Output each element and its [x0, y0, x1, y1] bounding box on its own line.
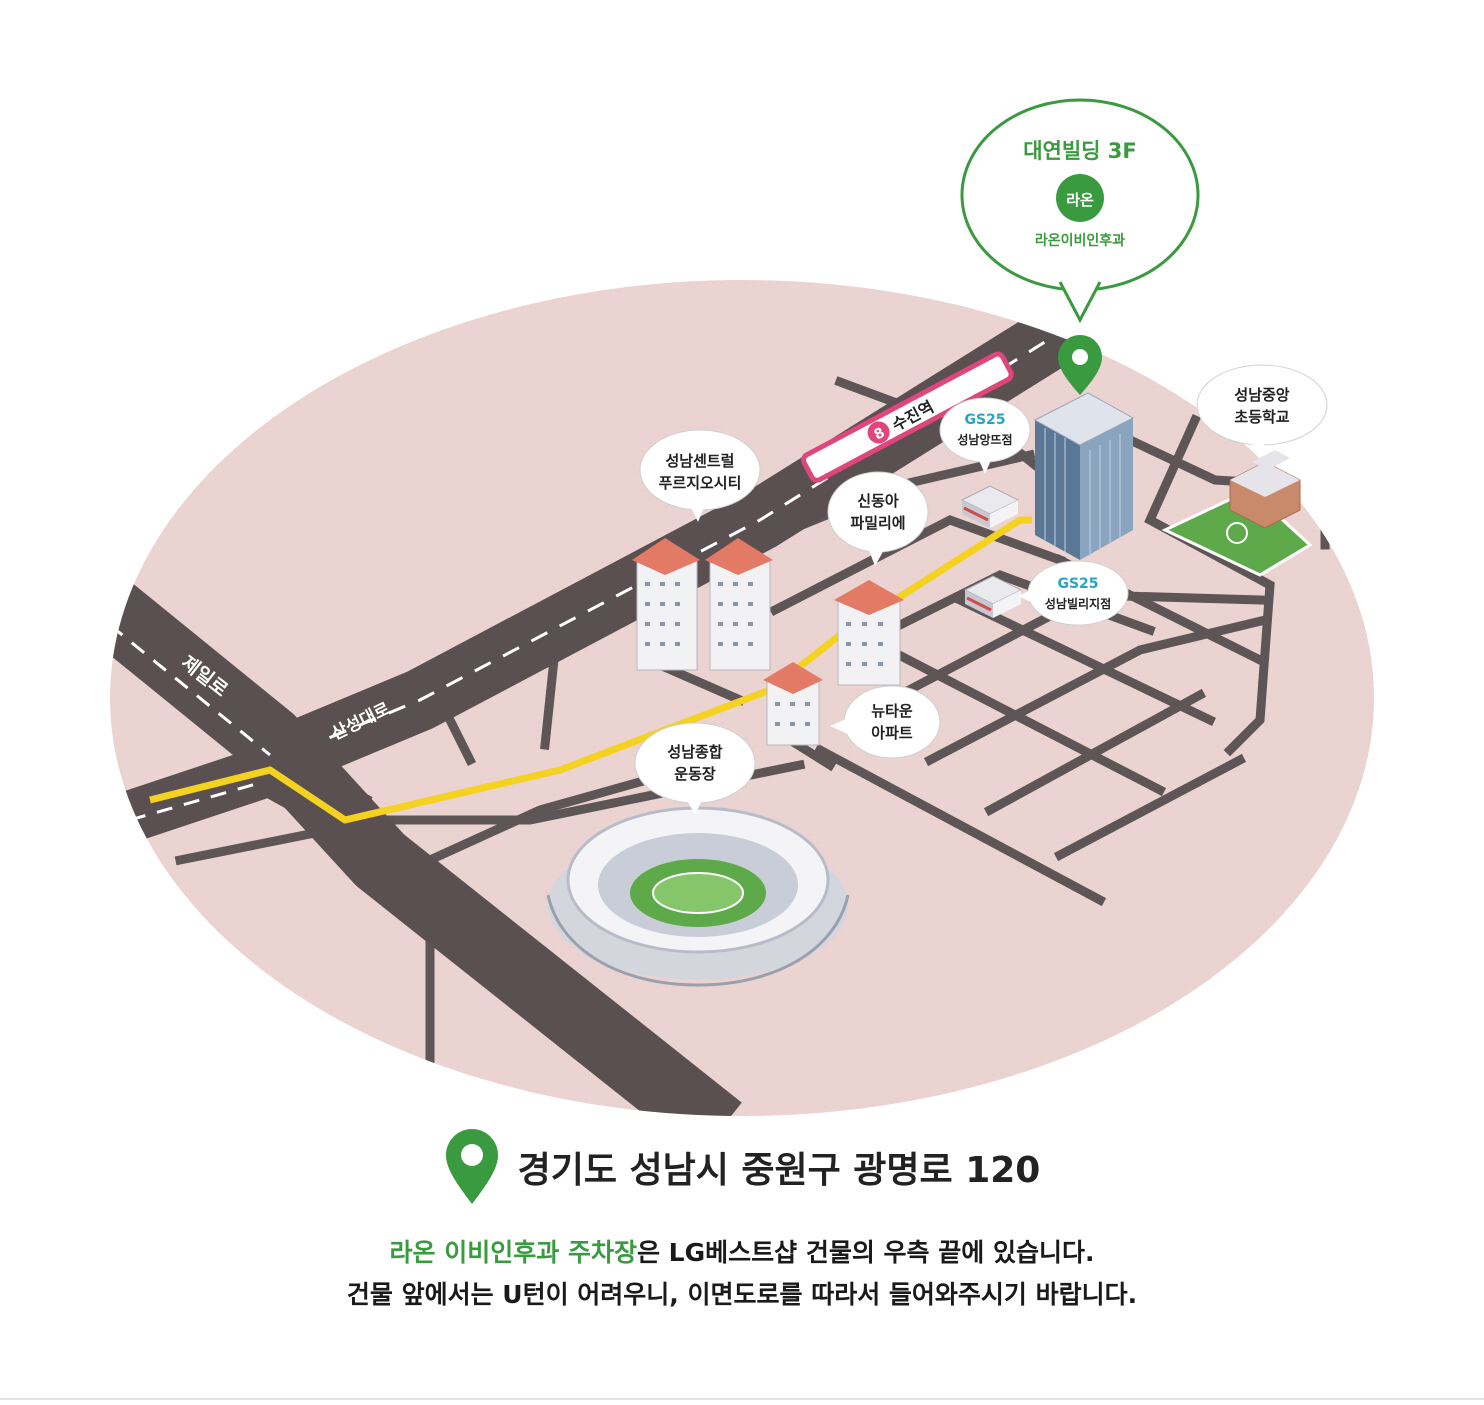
- bubble-gs25-1: GS25 성남앙뜨점: [939, 397, 1031, 474]
- svg-text:성남앙뜨점: 성남앙뜨점: [957, 432, 1012, 447]
- svg-text:파밀리에: 파밀리에: [850, 514, 905, 532]
- newtown-apartment: [763, 662, 823, 746]
- central-apartments: [632, 538, 773, 671]
- bubble-shindonga: 신동아 파밀리에: [827, 471, 929, 566]
- daeyeon-building: [1033, 392, 1135, 560]
- gs25-store-2: [963, 575, 1023, 618]
- svg-text:성남종합: 성남종합: [667, 743, 722, 761]
- bubble-gs25-2: GS25 성남빌리지점: [1018, 560, 1129, 626]
- address-block: 경기도 성남시 중원구 광명로 120: [0, 1128, 1484, 1210]
- subway-station-sign: 8 수진역: [801, 351, 1014, 483]
- svg-text:신동아: 신동아: [857, 492, 899, 510]
- svg-text:GS25: GS25: [964, 412, 1005, 428]
- location-pin-icon: [1058, 335, 1102, 395]
- line-8-icon: [867, 421, 890, 444]
- map-area: [110, 280, 1374, 1116]
- stadium: [546, 806, 850, 987]
- svg-text:운동장: 운동장: [674, 765, 716, 783]
- svg-text:뉴타운: 뉴타운: [871, 702, 913, 720]
- bottom-divider: [0, 1398, 1484, 1400]
- svg-text:성남중앙: 성남중앙: [1234, 386, 1289, 404]
- location-map: 8 수진역 산성대로 제일로: [110, 98, 1374, 1116]
- parking-description: 라온 이비인후과 주차장은 LG베스트샵 건물의 우측 끝에 있습니다. 건물 …: [0, 1232, 1484, 1316]
- description-line-1-rest: 은 LG베스트샵 건물의 우측 끝에 있습니다.: [636, 1238, 1095, 1267]
- school-building: [1229, 450, 1301, 529]
- bubble-school: 성남중앙 초등학교: [1196, 364, 1328, 458]
- jeil-road: [110, 582, 742, 1116]
- svg-text:라온이비인후과: 라온이비인후과: [1035, 232, 1125, 249]
- clinic-logo-icon: [1056, 174, 1104, 222]
- address-text: 경기도 성남시 중원구 광명로 120: [517, 1150, 1041, 1191]
- bubble-stadium: 성남종합 운동장: [634, 722, 756, 815]
- svg-text:푸르지오시티: 푸르지오시티: [659, 474, 742, 492]
- svg-text:성남센트럴: 성남센트럴: [665, 452, 734, 470]
- location-pin-icon: [445, 1129, 498, 1204]
- parking-highlight: 라온 이비인후과 주차장: [389, 1238, 637, 1267]
- svg-text:아파트: 아파트: [871, 724, 913, 742]
- bubble-newtown: 뉴타운 아파트: [830, 685, 941, 759]
- svg-text:대연빌딩 3F: 대연빌딩 3F: [1023, 139, 1137, 163]
- svg-text:성남빌리지점: 성남빌리지점: [1045, 596, 1111, 611]
- svg-text:라온: 라온: [1066, 191, 1094, 209]
- description-line-2: 건물 앞에서는 U턴이 어려우니, 이면도로를 따라서 들어와주시기 바랍니다.: [346, 1280, 1138, 1309]
- gs25-store-1: [960, 485, 1020, 528]
- clinic-callout: 대연빌딩 3F 라온 라온이비인후과: [960, 98, 1200, 324]
- svg-text:GS25: GS25: [1057, 576, 1098, 592]
- school-field: [1161, 488, 1313, 577]
- svg-text:초등학교: 초등학교: [1234, 408, 1289, 426]
- shindonga-apartments: [834, 580, 904, 686]
- bubble-central: 성남센트럴 푸르지오시티: [639, 429, 761, 522]
- description-line-1: 라온 이비인후과 주차장은 LG베스트샵 건물의 우측 끝에 있습니다.: [0, 1232, 1484, 1274]
